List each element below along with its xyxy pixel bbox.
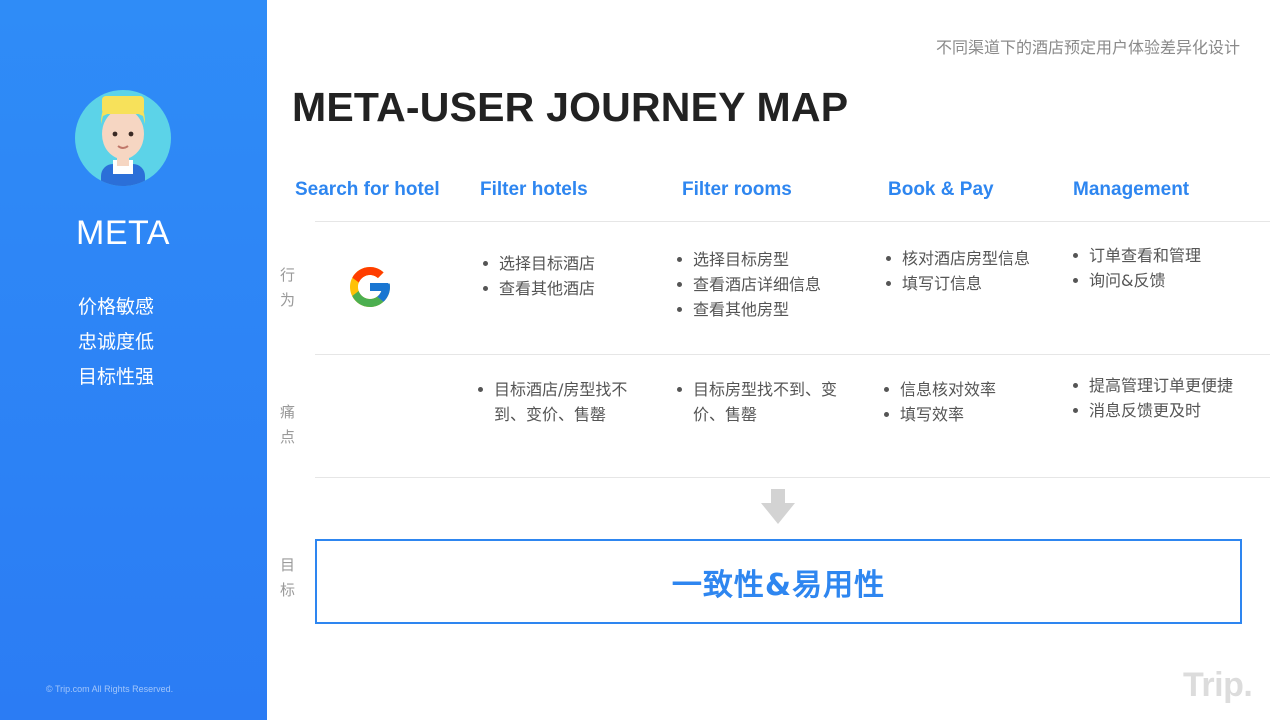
persona-sidebar: META 价格敏感 忠诚度低 目标性强 © Trip.com All Right… — [0, 0, 267, 720]
row-label-goal: 目 标 — [280, 553, 300, 603]
row-label-char: 行 — [280, 266, 296, 284]
list-item: 填写订信息 — [886, 271, 1030, 296]
goal-text: 一致性&易用性 — [671, 567, 886, 603]
list-item: 订单查看和管理 — [1073, 243, 1201, 268]
list-item: 查看酒店详细信息 — [677, 272, 821, 297]
divider — [315, 477, 1270, 478]
row-label-char: 点 — [280, 428, 296, 446]
stage-filter-rooms: Filter rooms — [682, 179, 792, 200]
page-subtitle: 不同渠道下的酒店预定用户体验差异化设计 — [935, 38, 1240, 57]
list-item: 选择目标酒店 — [483, 251, 595, 276]
behavior-filter-rooms: 选择目标房型 查看酒店详细信息 查看其他房型 — [677, 247, 821, 322]
list-item: 查看其他房型 — [677, 297, 821, 322]
persona-traits: 价格敏感 忠诚度低 目标性强 — [78, 290, 154, 395]
copyright: © Trip.com All Rights Reserved. — [46, 684, 174, 694]
trait-item: 忠诚度低 — [78, 331, 155, 353]
list-item: 提高管理订单更便捷 — [1073, 373, 1233, 398]
row-label-char: 为 — [280, 291, 296, 309]
row-label-char: 目 — [280, 556, 296, 574]
page-title: META-USER JOURNEY MAP — [292, 84, 849, 130]
stage-book-pay: Book & Pay — [888, 179, 994, 200]
list-item: 目标酒店/房型找不到、变价、售罄 — [478, 377, 648, 427]
divider — [315, 221, 1270, 222]
avatar — [75, 90, 171, 186]
list-item: 查看其他酒店 — [483, 276, 595, 301]
pain-book-pay: 信息核对效率 填写效率 — [884, 377, 996, 427]
row-label-char: 痛 — [280, 403, 296, 421]
list-item: 信息核对效率 — [884, 377, 996, 402]
trait-item: 目标性强 — [78, 366, 155, 388]
stage-search-hotel: Search for hotel — [295, 179, 440, 200]
row-label-behavior: 行 为 — [280, 263, 300, 313]
list-item: 询问&反馈 — [1073, 268, 1201, 293]
row-label-char: 标 — [280, 581, 296, 599]
pain-filter-hotels: 目标酒店/房型找不到、变价、售罄 — [478, 377, 648, 427]
arrow-down-icon — [761, 489, 795, 524]
stage-management: Management — [1073, 179, 1190, 200]
pain-filter-rooms: 目标房型找不到、变价、售罄 — [677, 377, 837, 427]
divider — [315, 354, 1270, 355]
pain-management: 提高管理订单更便捷 消息反馈更及时 — [1073, 373, 1233, 423]
list-item: 消息反馈更及时 — [1073, 398, 1233, 423]
list-item: 填写效率 — [884, 402, 996, 427]
list-item: 选择目标房型 — [677, 247, 821, 272]
list-item: 目标房型找不到、变价、售罄 — [677, 377, 837, 427]
behavior-filter-hotels: 选择目标酒店 查看其他酒店 — [483, 251, 595, 301]
brand-logo: Trip. — [1183, 666, 1253, 704]
behavior-management: 订单查看和管理 询问&反馈 — [1073, 243, 1201, 293]
goal-box: 一致性&易用性 — [315, 539, 1242, 624]
google-g-icon — [350, 267, 390, 307]
list-item: 核对酒店房型信息 — [886, 246, 1030, 271]
row-label-pain: 痛 点 — [280, 400, 300, 450]
behavior-book-pay: 核对酒店房型信息 填写订信息 — [886, 246, 1030, 296]
stage-filter-hotels: Filter hotels — [480, 179, 588, 200]
trait-item: 价格敏感 — [78, 296, 155, 318]
persona-name: META — [76, 214, 170, 252]
